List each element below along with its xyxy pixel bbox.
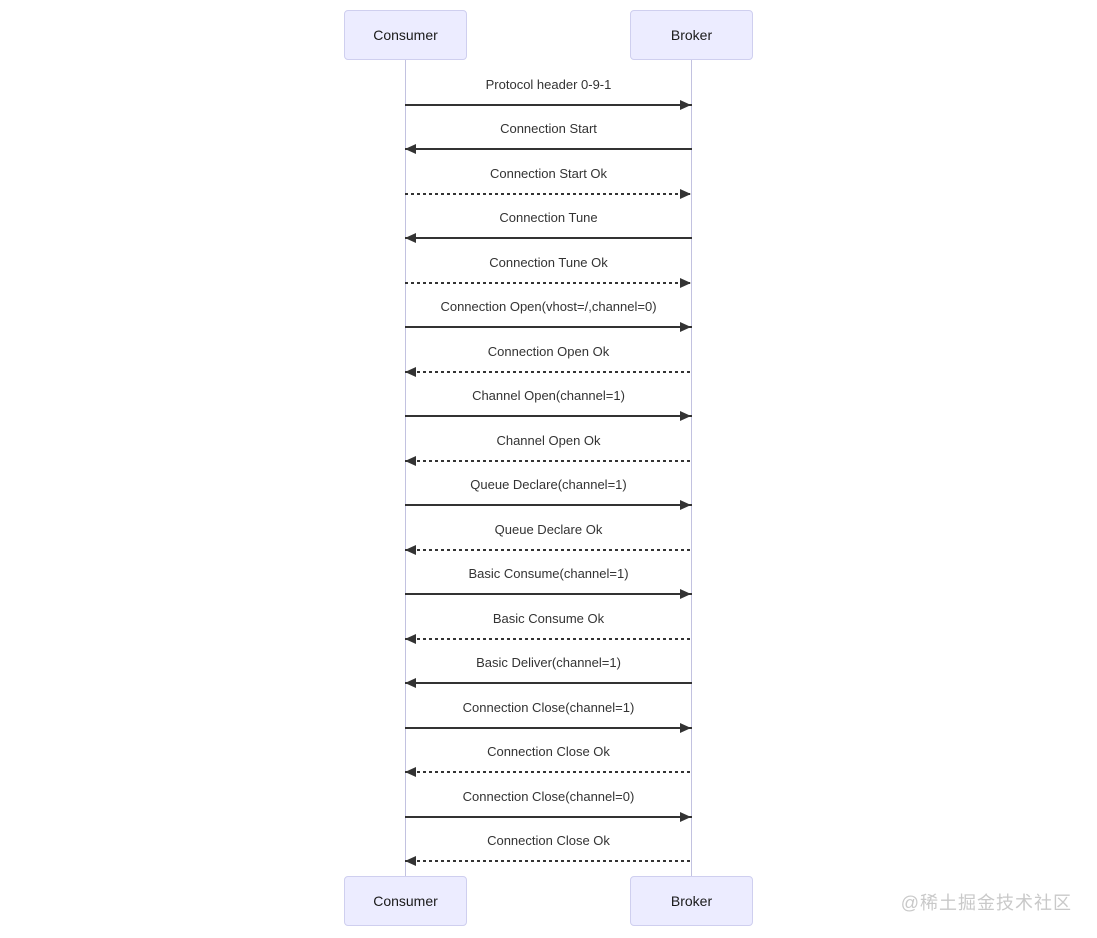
message-label: Basic Consume(channel=1) [468,566,629,582]
arrowhead-icon [680,100,691,110]
arrowhead-icon [405,633,416,644]
arrowhead-icon [680,277,691,288]
message-line-dashed [405,370,692,373]
message-line-solid [405,815,692,818]
message-label: Connection Close(channel=0) [462,788,635,804]
message-label: Connection Start [500,121,597,137]
message-line-dashed [405,637,692,640]
arrowhead-icon [405,233,416,244]
message-line-dashed [405,281,692,284]
message-line-solid [405,726,692,729]
actor-label: Consumer [373,27,438,43]
arrowhead-icon [405,455,416,466]
message-line-solid [405,148,692,151]
message-label: Protocol header 0-9-1 [485,77,612,92]
message-label: Connection Start Ok [489,165,608,181]
arrowhead-icon [680,188,691,199]
message-label: Connection Open(vhost=/,channel=0) [440,299,657,315]
arrowhead-icon [680,722,691,733]
message-line-solid [405,237,692,240]
message-line-solid [405,682,692,685]
message-line-dashed [405,548,692,551]
message-label: Basic Consume Ok [492,610,605,626]
arrowhead-icon [680,811,691,822]
message-label: Connection Close(channel=1) [462,699,635,715]
message-label: Connection Open Ok [487,343,610,359]
message-line-dashed [405,771,692,774]
message-line-solid [405,326,692,329]
actor-label: Consumer [373,893,438,909]
actor-broker-bottom: Broker [630,876,753,926]
lifeline-broker [691,60,692,876]
message-label: Channel Open(channel=1) [472,388,625,404]
arrowhead-icon [405,544,416,555]
message-label: Connection Tune Ok [489,254,608,270]
actor-label: Broker [670,893,713,909]
message-label: Channel Open Ok [496,432,601,448]
actor-broker-top: Broker [630,10,753,60]
message-label: Queue Declare(channel=1) [470,477,627,493]
message-line-solid [405,504,692,507]
message-label: Basic Deliver(channel=1) [476,655,621,671]
message-line-dashed [405,859,692,862]
arrowhead-icon [405,144,416,155]
message-line-dashed [405,192,692,195]
message-label: Connection Close Ok [487,832,610,848]
actor-consumer-bottom: Consumer [344,876,467,926]
message-line-solid [405,593,692,596]
message-label: Queue Declare Ok [494,521,603,537]
watermark: @稀土掘金技术社区 [900,893,1072,913]
message-label: Connection Close Ok [487,744,610,760]
arrowhead-icon [680,322,691,333]
message-line-dashed [405,459,692,462]
message-line-solid [405,104,692,106]
arrowhead-icon [405,678,416,689]
lifeline-consumer [405,60,406,876]
arrowhead-icon [680,500,691,511]
message-label: Connection Tune [499,210,598,226]
arrowhead-icon [405,855,416,866]
arrowhead-icon [405,767,416,778]
arrowhead-icon [680,589,691,600]
actor-label: Broker [670,27,713,43]
message-line-solid [405,415,692,418]
actor-consumer-top: Consumer [344,10,467,60]
arrowhead-icon [405,366,416,377]
arrowhead-icon [680,411,691,422]
